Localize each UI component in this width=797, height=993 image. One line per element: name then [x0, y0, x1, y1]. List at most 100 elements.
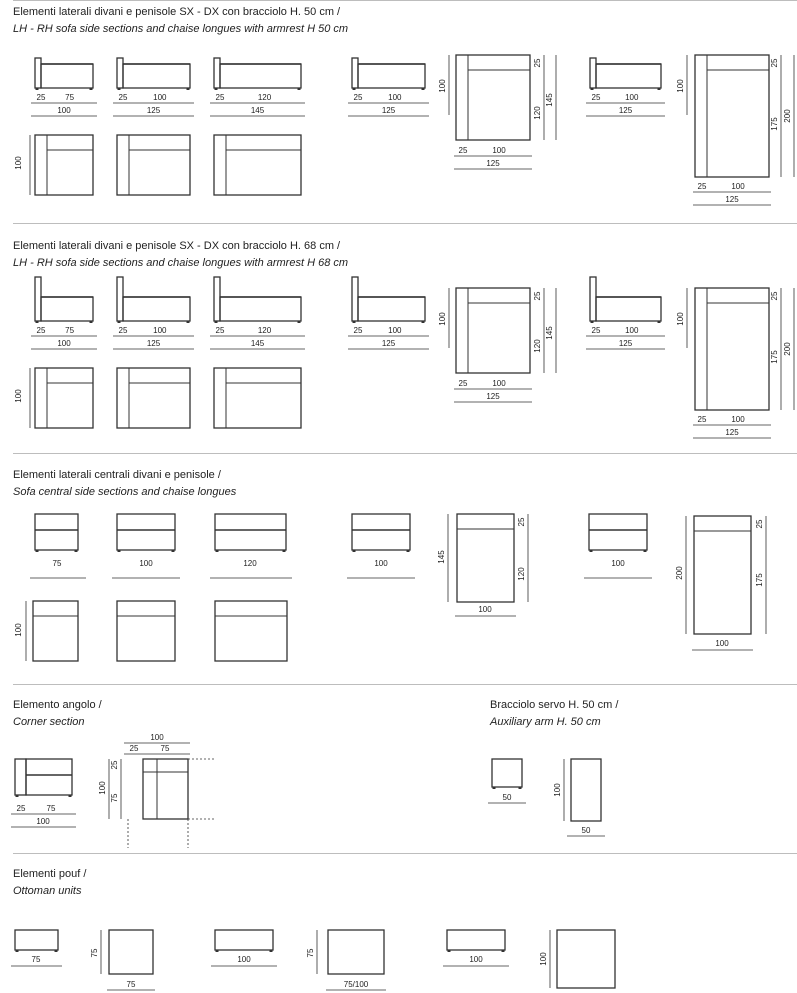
- central-plan-outline: [214, 600, 288, 662]
- chaise-plan-outline: [456, 513, 515, 603]
- separator: [13, 453, 797, 454]
- dimension-label: 100: [153, 93, 167, 102]
- dimension-label: 75: [65, 326, 74, 335]
- central-front-outline: [34, 513, 79, 551]
- dimension-label: 25: [459, 379, 468, 388]
- dimension-label: 100: [625, 93, 639, 102]
- dimension-label: 25: [119, 93, 128, 102]
- plan-outline: [116, 367, 191, 429]
- plan-outline: [34, 134, 94, 196]
- ottoman-plan-outline: [327, 929, 385, 975]
- dimension-label: 125: [147, 106, 161, 115]
- corner-front-outline: [25, 758, 73, 796]
- auxiliary-arm-front: [491, 758, 523, 788]
- dimension-label: 125: [619, 106, 633, 115]
- foot: [406, 550, 410, 552]
- section-title-central: Elementi laterali centrali divani e peni…: [13, 467, 236, 501]
- armrest: [34, 57, 42, 89]
- chaise-plan-outline: [694, 287, 770, 411]
- dimension-label: 100: [492, 146, 506, 155]
- dimension-label: 75/100: [344, 980, 369, 989]
- dimension-label: 175: [770, 117, 779, 131]
- dimension-label: 100: [57, 106, 71, 115]
- foot: [15, 795, 19, 797]
- dimension-label: 25: [354, 93, 363, 102]
- armrest: [213, 57, 221, 89]
- dimension-label: 25: [698, 182, 707, 191]
- foot: [590, 321, 594, 323]
- dimension-label: 25: [17, 804, 26, 813]
- separator: [13, 223, 797, 224]
- armrest: [14, 758, 27, 796]
- plan-outline: [213, 134, 302, 196]
- title-line-en: Auxiliary arm H. 50 cm: [490, 716, 601, 728]
- foot: [269, 950, 273, 952]
- plan-outline: [213, 367, 302, 429]
- dimension-label: 100: [14, 156, 23, 170]
- dimension-label: 75: [306, 948, 315, 957]
- dimension-label: 25: [37, 326, 46, 335]
- foot: [215, 550, 219, 552]
- ottoman-plan-outline: [556, 929, 616, 989]
- chaise-plan-outline: [455, 54, 531, 141]
- dimension-label: 100: [731, 415, 745, 424]
- seat-base: [357, 63, 426, 89]
- ottoman-front-outline: [14, 929, 59, 951]
- dimension-label: 145: [251, 339, 265, 348]
- dimension-label: 100: [676, 79, 685, 93]
- dimension-label: 75: [32, 955, 41, 964]
- armrest: [34, 276, 42, 322]
- dimension-label: 100: [438, 312, 447, 326]
- central-front-outline: [214, 513, 287, 551]
- section-title-corner: Elemento angolo / Corner section: [13, 697, 102, 731]
- foot: [186, 321, 190, 323]
- foot: [214, 321, 218, 323]
- dimension-label: 50: [582, 826, 591, 835]
- foot: [214, 88, 218, 90]
- title-line-it: Elemento angolo /: [13, 699, 102, 711]
- foot: [89, 321, 93, 323]
- dimension-label: 120: [258, 93, 272, 102]
- foot: [186, 88, 190, 90]
- ottoman-plan-outline: [108, 929, 154, 975]
- dimension-label: 120: [258, 326, 272, 335]
- title-line-it: Elementi laterali divani e penisole SX -…: [13, 240, 341, 252]
- title-line-en: Sofa central side sections and chaise lo…: [13, 486, 237, 498]
- armrest: [589, 276, 597, 322]
- corner-plan-outline: [142, 758, 189, 820]
- armrest: [351, 276, 359, 322]
- title-line-en: LH - RH sofa side sections and chaise lo…: [13, 257, 349, 269]
- dimension-label: 25: [216, 93, 225, 102]
- top-separator: [13, 0, 797, 1]
- foot: [35, 321, 39, 323]
- dimension-label: 100: [553, 783, 562, 797]
- dimension-label: 100: [492, 379, 506, 388]
- seat-base: [357, 296, 426, 322]
- foot: [215, 950, 219, 952]
- foot: [657, 321, 661, 323]
- title-line-it: Elementi pouf /: [13, 868, 87, 880]
- foot: [518, 787, 522, 789]
- central-front-outline: [351, 513, 411, 551]
- foot: [74, 550, 78, 552]
- dimension-label: 125: [725, 428, 739, 437]
- central-plan-outline: [32, 600, 79, 662]
- dimension-label: 100: [715, 639, 729, 648]
- dimension-label: 25: [533, 58, 542, 67]
- title-line-it: Bracciolo servo H. 50 cm /: [490, 699, 619, 711]
- dimension-label: 25: [110, 760, 119, 769]
- central-front-outline: [116, 513, 176, 551]
- separator: [13, 684, 797, 685]
- dimension-label: 75: [53, 559, 62, 568]
- foot: [15, 950, 19, 952]
- dimension-label: 120: [533, 339, 542, 353]
- dimension-label: 75: [161, 744, 170, 753]
- dimension-label: 75: [90, 948, 99, 957]
- title-line-en: Corner section: [13, 716, 85, 728]
- dimension-label: 25: [130, 744, 139, 753]
- foot: [447, 950, 451, 952]
- seat-base: [40, 63, 94, 89]
- ottoman-front-outline: [214, 929, 274, 951]
- section-title-auxiliary-arm: Bracciolo servo H. 50 cm / Auxiliary arm…: [490, 697, 618, 731]
- dimension-label: 25: [517, 517, 526, 526]
